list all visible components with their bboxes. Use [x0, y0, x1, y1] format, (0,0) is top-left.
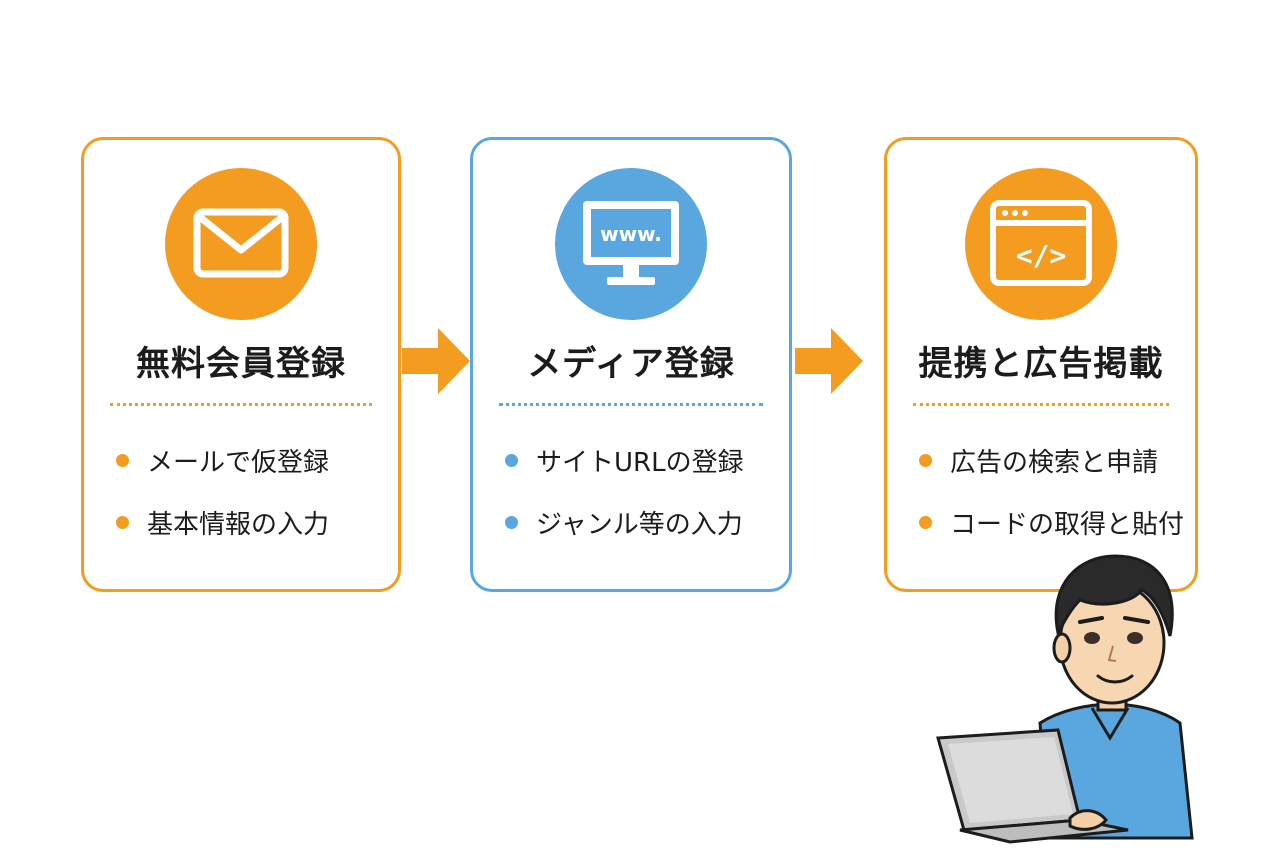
list-item: コードの取得と貼付: [919, 504, 1184, 540]
code-window-icon: </>: [990, 200, 1092, 286]
monitor-url-text: www.: [600, 222, 662, 246]
step-card-registration: 無料会員登録 メールで仮登録 基本情報の入力: [81, 137, 401, 592]
code-symbol-text: </>: [1016, 239, 1067, 272]
bullet-text: ジャンル等の入力: [536, 509, 743, 540]
step-bullet-list: 広告の検索と申請 コードの取得と貼付: [919, 442, 1184, 566]
bullet-dot: [919, 515, 932, 529]
hair: [1054, 554, 1174, 638]
bullet-dot: [116, 453, 129, 467]
step-title: メディア登録: [527, 344, 735, 384]
step-card-ads: </> 提携と広告掲載 広告の検索と申請 コードの取得と貼付: [884, 137, 1198, 592]
list-item: サイトURLの登録: [505, 442, 744, 478]
bullet-text: コードの取得と貼付: [950, 509, 1185, 540]
step-card-media: www. メディア登録 サイトURLの登録 ジャンル等の入力: [470, 137, 792, 592]
step-title: 提携と広告掲載: [918, 344, 1164, 384]
shirt: [1038, 702, 1194, 840]
mail-icon-circle: [165, 168, 317, 320]
arrow-right-icon: [795, 328, 863, 394]
monitor-www-icon: www.: [583, 201, 679, 285]
bullet-dot: [505, 515, 518, 529]
mail-icon: [193, 208, 289, 278]
dotted-divider: [913, 403, 1169, 406]
list-item: メールで仮登録: [116, 442, 329, 478]
list-item: 広告の検索と申請: [919, 442, 1184, 478]
person-with-laptop-illustration: [936, 554, 1194, 844]
bullet-text: 広告の検索と申請: [950, 447, 1159, 478]
dotted-divider: [499, 403, 763, 406]
bullet-dot: [116, 515, 129, 529]
bullet-dot: [919, 453, 932, 467]
bullet-text: サイトURLの登録: [536, 447, 744, 478]
list-item: 基本情報の入力: [116, 504, 329, 540]
step-title: 無料会員登録: [136, 344, 346, 384]
code-icon-circle: </>: [965, 168, 1117, 320]
monitor-icon-circle: www.: [555, 168, 707, 320]
bullet-text: 基本情報の入力: [147, 509, 330, 540]
arrow-right-icon: [402, 328, 470, 394]
dotted-divider: [110, 403, 372, 406]
bullet-text: メールで仮登録: [147, 447, 330, 478]
list-item: ジャンル等の入力: [505, 504, 744, 540]
step-bullet-list: サイトURLの登録 ジャンル等の入力: [505, 442, 744, 566]
step-bullet-list: メールで仮登録 基本情報の入力: [116, 442, 329, 566]
bullet-dot: [505, 453, 518, 467]
